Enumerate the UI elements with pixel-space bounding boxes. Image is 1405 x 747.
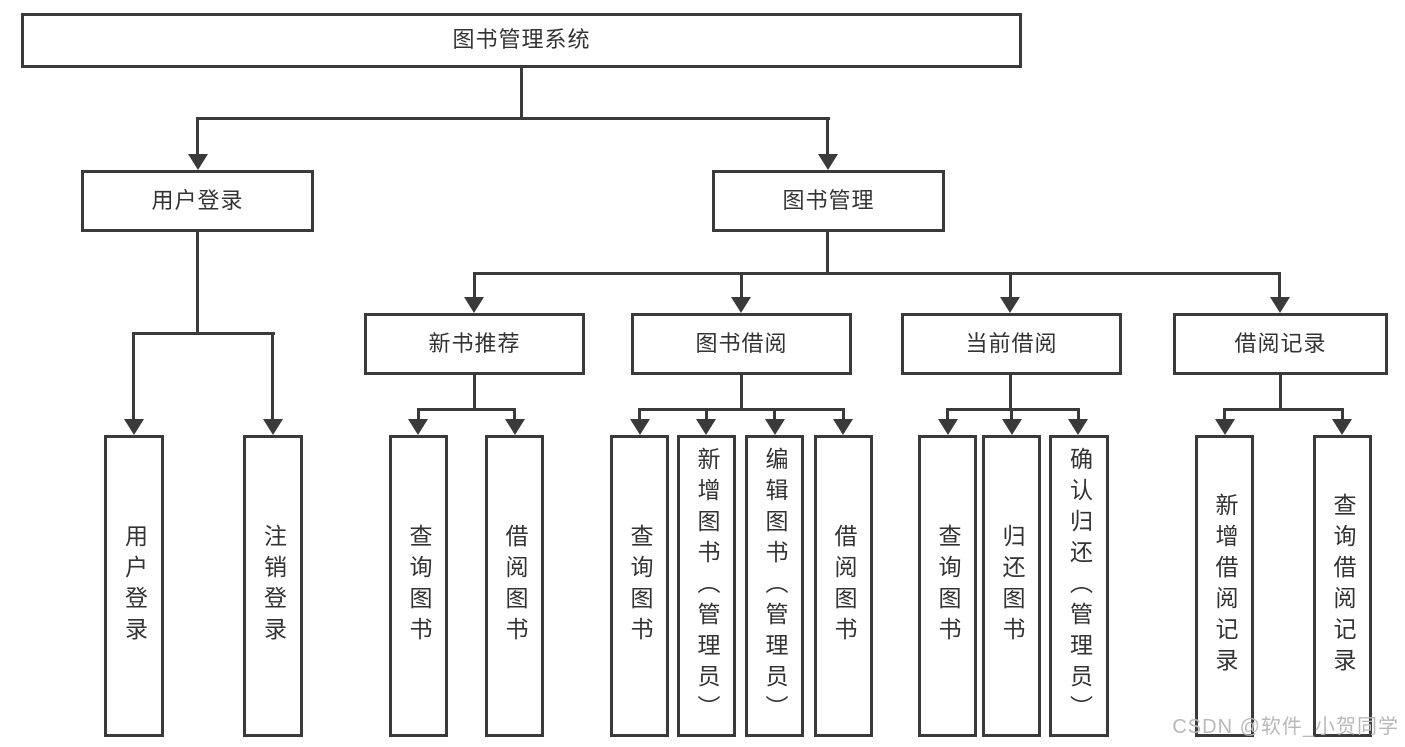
connector-line [417,408,516,411]
arrow-down-icon [505,419,525,435]
node-root: 图书管理系统 [21,13,1022,68]
node-new-book-recommend: 新书推荐 [364,313,585,375]
connector-line [473,272,476,299]
connector-line [842,408,845,421]
leaf-return-books: 归还图书 [982,435,1041,737]
arrow-down-icon [408,419,428,435]
leaf-query-borrow-record: 查询借阅记录 [1313,435,1372,737]
connector-line [513,408,516,421]
arrow-down-icon [124,419,144,435]
connector-line [826,117,829,156]
node-book-management: 图书管理 [712,170,945,232]
leaf-edit-books-admin: 编辑图书（管理员） [745,435,804,737]
arrow-down-icon [731,297,751,313]
arrow-down-icon [818,154,838,170]
arrow-down-icon [1270,297,1290,313]
connector-line [946,408,1080,411]
connector-line [473,272,1281,275]
leaf-query-books-recommend: 查询图书 [389,435,448,737]
connector-line [1077,408,1080,421]
node-book-borrowing: 图书借阅 [631,313,852,375]
arrow-down-icon [938,419,958,435]
connector-line [740,272,743,299]
watermark-text: CSDN @软件_小贺同学 [1172,716,1399,738]
connector-line [271,332,274,421]
leaf-user-login: 用户登录 [104,435,164,737]
connector-line [1341,408,1344,421]
connector-line [826,232,829,274]
connector-line [740,375,743,410]
arrow-down-icon [630,419,650,435]
arrow-down-icon [263,419,283,435]
connector-line [705,408,708,421]
leaf-add-borrow-record: 新增借阅记录 [1195,435,1254,737]
connector-line [1009,272,1012,299]
arrow-down-icon [1332,419,1352,435]
leaf-logout: 注销登录 [243,435,303,737]
arrow-down-icon [1002,419,1022,435]
connector-line [196,117,830,120]
connector-line [773,408,776,421]
connector-line [1009,375,1012,410]
leaf-borrow-books: 借阅图书 [814,435,873,737]
connector-line [417,408,420,421]
arrow-down-icon [833,419,853,435]
connector-line [1223,408,1226,421]
node-borrowing-records: 借阅记录 [1173,313,1388,375]
arrow-down-icon [1000,297,1020,313]
connector-line [520,68,523,118]
arrow-down-icon [188,154,208,170]
leaf-add-books-admin: 新增图书（管理员） [677,435,736,737]
node-user-login: 用户登录 [81,170,314,232]
leaf-borrow-books-recommend: 借阅图书 [485,435,544,737]
connector-line [196,232,199,334]
leaf-confirm-return-admin: 确认归还（管理员） [1049,435,1109,737]
connector-line [473,375,476,410]
connector-line [1223,408,1344,411]
node-current-borrowing: 当前借阅 [901,313,1122,375]
arrow-down-icon [696,419,716,435]
leaf-query-books-borrowing: 查询图书 [610,435,669,737]
connector-line [132,332,135,421]
arrow-down-icon [1068,419,1088,435]
leaf-query-books-current: 查询图书 [918,435,977,737]
arrow-down-icon [765,419,785,435]
connector-line [196,117,199,156]
connector-line [1010,408,1013,421]
arrow-down-icon [1215,419,1235,435]
connector-line [1278,272,1281,299]
connector-line [946,408,949,421]
connector-line [132,332,275,335]
connector-line [638,408,845,411]
connector-line [1279,375,1282,410]
connector-line [638,408,641,421]
arrow-down-icon [464,297,484,313]
